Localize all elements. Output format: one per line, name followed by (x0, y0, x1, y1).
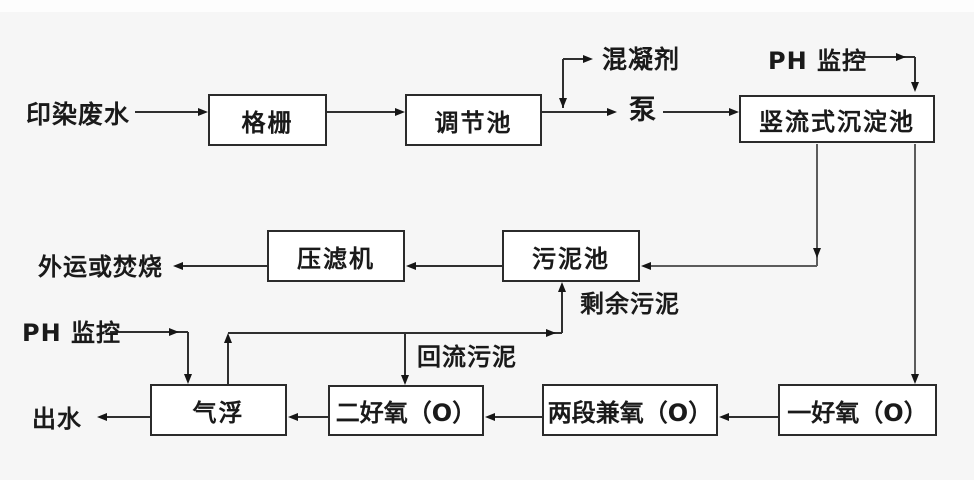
air-flotation-box: 气浮 (150, 384, 287, 436)
filter-press-label: 压滤机 (297, 244, 375, 273)
arrow-coagulant-branch (559, 55, 593, 108)
arrow-excess-sludge-to-sludge-tank (540, 282, 566, 337)
two-stage-facultative-label: 两段兼氧（O） (547, 398, 713, 427)
sludge-tank-label: 污泥池 (532, 244, 610, 273)
return-sludge-label: 回流污泥 (417, 343, 517, 371)
ph-monitor-top-label: PH 监控 (768, 47, 868, 75)
arrow-ph-bottom-to-air-flotation (110, 328, 192, 384)
top-margin-strip (0, 0, 974, 12)
secondary-aerobic-label: 二好氧（O） (335, 399, 477, 427)
primary-aerobic-box: 一好氧（O） (778, 384, 937, 436)
ph-monitor-bottom-label: PH 监控 (22, 319, 122, 347)
coagulant-label: 混凝剂 (602, 45, 681, 74)
air-flotation-label: 气浮 (192, 398, 245, 427)
regulating-tank-label: 调节池 (434, 108, 513, 137)
secondary-aerobic-box: 二好氧（O） (328, 385, 484, 436)
screen-box: 格栅 (208, 94, 327, 146)
filter-press-box: 压滤机 (267, 230, 405, 282)
regulating-tank-box: 调节池 (405, 94, 542, 146)
primary-aerobic-label: 一好氧（O） (787, 398, 928, 427)
arrow-ph-top-to-sedimentation-tank (855, 53, 919, 92)
sludge-tank-box: 污泥池 (502, 230, 640, 282)
sedimentation-tank-label: 竖流式沉淀池 (759, 107, 915, 136)
two-stage-facultative-box: 两段兼氧（O） (542, 384, 718, 436)
effluent-label: 出水 (32, 405, 82, 433)
arrow-air-flotation-sludge-riser (224, 332, 562, 384)
sedimentation-tank-box: 竖流式沉淀池 (739, 95, 935, 143)
excess-sludge-label: 剩余污泥 (580, 290, 680, 318)
arrow-sedimentation-to-sludge-tank (641, 144, 821, 270)
disposal-label: 外运或焚烧 (38, 253, 163, 281)
pump-label: 泵 (629, 95, 657, 126)
screen-label: 格栅 (241, 108, 294, 137)
influent-label: 印染废水 (26, 100, 131, 129)
